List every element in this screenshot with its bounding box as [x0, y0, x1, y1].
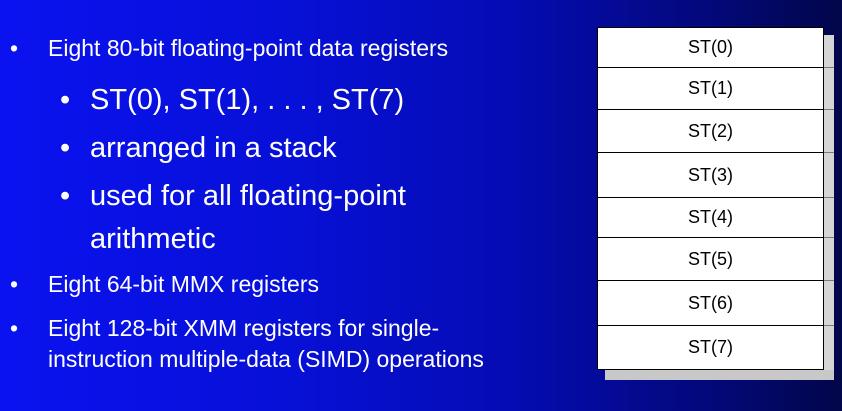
register-st5: ST(5)	[598, 238, 823, 281]
stack-depth-side	[824, 35, 834, 378]
register-st0: ST(0)	[598, 28, 823, 68]
register-st4: ST(4)	[598, 198, 823, 238]
bullet-list: • Eight 80-bit floating-point data regis…	[0, 0, 600, 411]
bullet-item-arithmetic-cont: arithmetic	[90, 223, 216, 256]
bullet-glyph: •	[10, 35, 19, 61]
stack-edge-line	[824, 280, 834, 281]
stack-edge-line	[824, 67, 834, 68]
stack-edge-line	[824, 197, 834, 198]
register-st7: ST(7)	[688, 337, 733, 357]
bullet-item-fp-registers: • Eight 80-bit floating-point data regis…	[10, 35, 449, 62]
bullet-text: Eight 80-bit floating-point data registe…	[48, 35, 449, 61]
stack-depth-bottom	[605, 370, 834, 380]
bullet-item-mmx: • Eight 64-bit MMX registers	[10, 271, 319, 298]
bullet-text: Eight 128-bit XMM registers for single-	[48, 315, 440, 341]
bullet-text: arranged in a stack	[90, 132, 337, 164]
register-stack-box: ST(0) ST(1) ST(2) ST(3) ST(4) ST(5) ST(6…	[597, 27, 824, 370]
bullet-item-xmm: • Eight 128-bit XMM registers for single…	[10, 315, 440, 342]
register-st2: ST(2)	[598, 110, 823, 153]
bullet-item-xmm-cont: instruction multiple-data (SIMD) operati…	[48, 346, 484, 373]
bullet-text: used for all floating-point	[90, 180, 406, 212]
stack-edge-line	[824, 152, 834, 153]
stack-edge-line	[824, 109, 834, 110]
stack-edge-line	[824, 237, 834, 238]
bullet-glyph: •	[60, 84, 71, 116]
fpu-register-stack: ST(0) ST(1) ST(2) ST(3) ST(4) ST(5) ST(6…	[597, 27, 835, 387]
bullet-text: Eight 64-bit MMX registers	[48, 271, 319, 297]
bullet-text: instruction multiple-data (SIMD) operati…	[48, 346, 484, 372]
bullet-glyph: •	[10, 315, 19, 341]
register-st3: ST(3)	[598, 153, 823, 198]
bullet-item-arithmetic: • used for all floating-point	[60, 180, 406, 213]
bullet-text: ST(0), ST(1), . . . , ST(7)	[90, 84, 405, 116]
register-st6: ST(6)	[598, 281, 823, 326]
bullet-glyph: •	[60, 132, 71, 164]
register-st1: ST(1)	[598, 68, 823, 110]
stack-edge-line	[824, 325, 834, 326]
bullet-glyph: •	[60, 180, 71, 212]
bullet-item-st-range: • ST(0), ST(1), . . . , ST(7)	[60, 84, 405, 117]
bullet-glyph: •	[10, 271, 19, 297]
bullet-item-stack: • arranged in a stack	[60, 132, 337, 165]
bullet-text: arithmetic	[90, 223, 216, 255]
